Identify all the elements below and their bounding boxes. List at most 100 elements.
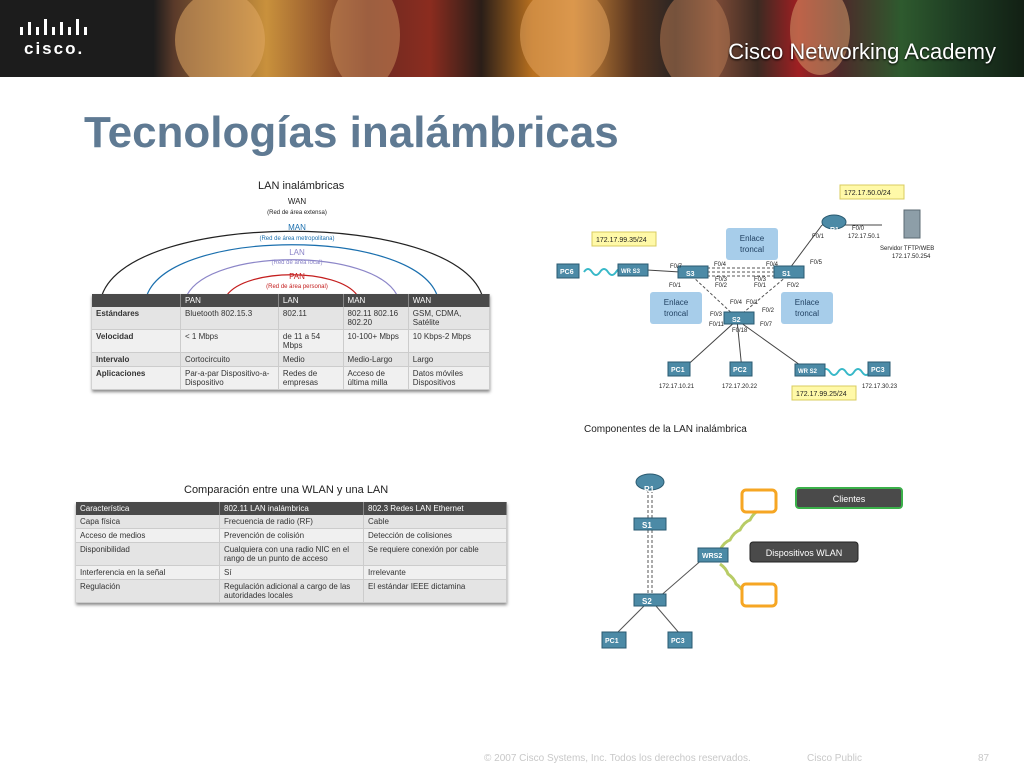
pc-ip: 172.17.30.23 (862, 384, 898, 390)
router-icon (821, 214, 847, 230)
lan-panel-title: LAN inalámbricas (258, 180, 345, 192)
table-cell: Medio (278, 352, 344, 367)
subnet-bottom: 172.17.99.25/24 (796, 391, 847, 398)
trunk-label: Enlace (740, 234, 765, 243)
pc-label: PC1 (671, 367, 685, 374)
port-label: F0/5 (810, 260, 823, 266)
subnet-note (839, 184, 905, 200)
table-cell: Acceso de medios (76, 528, 220, 543)
components-title: Componentes de la LAN inalámbrica (584, 424, 747, 435)
wireless-signal-icon (718, 508, 761, 551)
table-cell: Capa física (76, 515, 220, 529)
table-cell: Cable (363, 515, 507, 529)
pan-label: PAN (289, 272, 305, 281)
table-cell: Prevención de colisión (219, 528, 364, 543)
wlan-devices-callout (749, 541, 859, 563)
table-header: WAN (408, 294, 491, 307)
banner-photo (175, 0, 265, 77)
table-cell: Acceso de última milla (343, 366, 409, 390)
table-cell: Frecuencia de radio (RF) (219, 515, 364, 529)
laptop-client-icon (740, 582, 778, 608)
comparison-title: Comparación entre una WLAN y una LAN (184, 484, 389, 496)
networking-academy-label: Cisco Networking Academy (728, 39, 996, 64)
port-label: F0/1 (754, 283, 767, 289)
wireless-link-icon (821, 368, 871, 376)
port-label: F0/4 (714, 262, 727, 268)
port-label: F0/2 (787, 283, 800, 289)
subnet-note (591, 231, 657, 247)
table-cell: Largo (408, 352, 491, 367)
comparison-table: Característica 802.11 LAN inalámbrica 80… (76, 502, 507, 603)
table-cell: Detección de colisiones (363, 528, 507, 543)
link-r1-s1 (786, 224, 823, 273)
wireless-router-icon (697, 547, 729, 563)
switch-icon: S1 (773, 265, 805, 279)
banner-photo (790, 0, 850, 75)
table-cell: Interferencia en la señal (76, 565, 220, 580)
link-s2-wrs (657, 557, 705, 599)
switch-icon (633, 593, 667, 607)
wireless-router-icon (794, 363, 826, 377)
port-label: F0/7 (670, 264, 683, 270)
server-icon (903, 209, 921, 239)
port-label: F0/1 (669, 283, 682, 289)
cisco-logo-icon (20, 19, 87, 35)
table-cell: Sí (219, 565, 364, 580)
table-header: MAN (343, 294, 409, 307)
wlan-devices-label: Dispositivos WLAN (766, 548, 843, 558)
table-cell: Irrelevante (363, 565, 507, 580)
table-row: Velocidad < 1 Mbps de 11 a 54 Mbps 10-10… (92, 329, 491, 353)
pc-icon (601, 631, 627, 649)
laptop-client-icon (740, 488, 778, 514)
man-label: MAN (288, 223, 306, 232)
table-row: Aplicaciones Par-a-par Dispositivo-a-Dis… (92, 366, 491, 390)
table-header: 802.3 Redes LAN Ethernet (363, 502, 507, 515)
cisco-wordmark: cisco. (24, 39, 85, 58)
port-label: F0/2 (762, 308, 775, 314)
link-wr-s3 (646, 269, 681, 273)
lan-arc (186, 259, 398, 296)
table-cell: 802.11 (278, 307, 344, 330)
port-label: F0/4 (766, 262, 779, 268)
table-cell: Redes de empresas (278, 366, 344, 390)
link-s2-wr (736, 319, 808, 371)
router-icon (635, 473, 665, 491)
r1-ip: 172.17.50.1 (848, 234, 880, 240)
switch-label: S2 (642, 597, 652, 606)
table-cell: Cualquiera con una radio NIC en el rango… (219, 542, 364, 566)
table-cell: Regulación adicional a cargo de las auto… (219, 579, 364, 603)
man-arc (146, 244, 438, 296)
port-label: F0/4 (730, 300, 743, 306)
wlan-components-diagram: R1 S1 S2 WRS2 PC1 PC3 Clientes Dispositi… (601, 473, 903, 649)
router-label: R1 (830, 227, 839, 234)
pc-label: PC1 (605, 638, 619, 645)
table-row: Acceso de medios Prevención de colisión … (76, 528, 507, 543)
switch-icon (633, 517, 667, 531)
wireless-router-label: WR S2 (798, 369, 818, 375)
table-cell: Velocidad (92, 329, 181, 353)
pc-icon: PC6 (556, 263, 580, 279)
table-row: Estándares Bluetooth 802.15.3 802.11 802… (92, 307, 491, 330)
table-cell: Aplicaciones (92, 366, 181, 390)
table-cell: Disponibilidad (76, 542, 220, 566)
table-header-row: Característica 802.11 LAN inalámbrica 80… (76, 502, 507, 515)
table-row: Interferencia en la señal Sí Irrelevante (76, 565, 507, 580)
table-header: 802.11 LAN inalámbrica (219, 502, 364, 515)
wan-label: WAN (288, 197, 307, 206)
port-label: F0/0 (852, 226, 865, 232)
trunk-box (726, 228, 778, 260)
clients-label: Clientes (833, 494, 866, 504)
port-label: F0/3 (754, 277, 767, 283)
pc-label: PC3 (871, 367, 885, 374)
trunk-label: troncal (795, 309, 819, 318)
table-cell: Par-a-par Dispositivo-a-Dispositivo (180, 366, 279, 390)
table-cell: GSM, CDMA, Satélite (408, 307, 491, 330)
switch-label: S3 (686, 271, 695, 278)
banner-photo (660, 0, 730, 77)
trunk-label: Enlace (795, 298, 820, 307)
port-label: F0/2 (715, 283, 728, 289)
clients-callout (795, 487, 903, 509)
footer-copyright: © 2007 Cisco Systems, Inc. Todos los der… (484, 753, 751, 764)
lan-table: PAN LAN MAN WAN Estándares Bluetooth 802… (92, 294, 491, 390)
pc-label: PC3 (671, 638, 685, 645)
